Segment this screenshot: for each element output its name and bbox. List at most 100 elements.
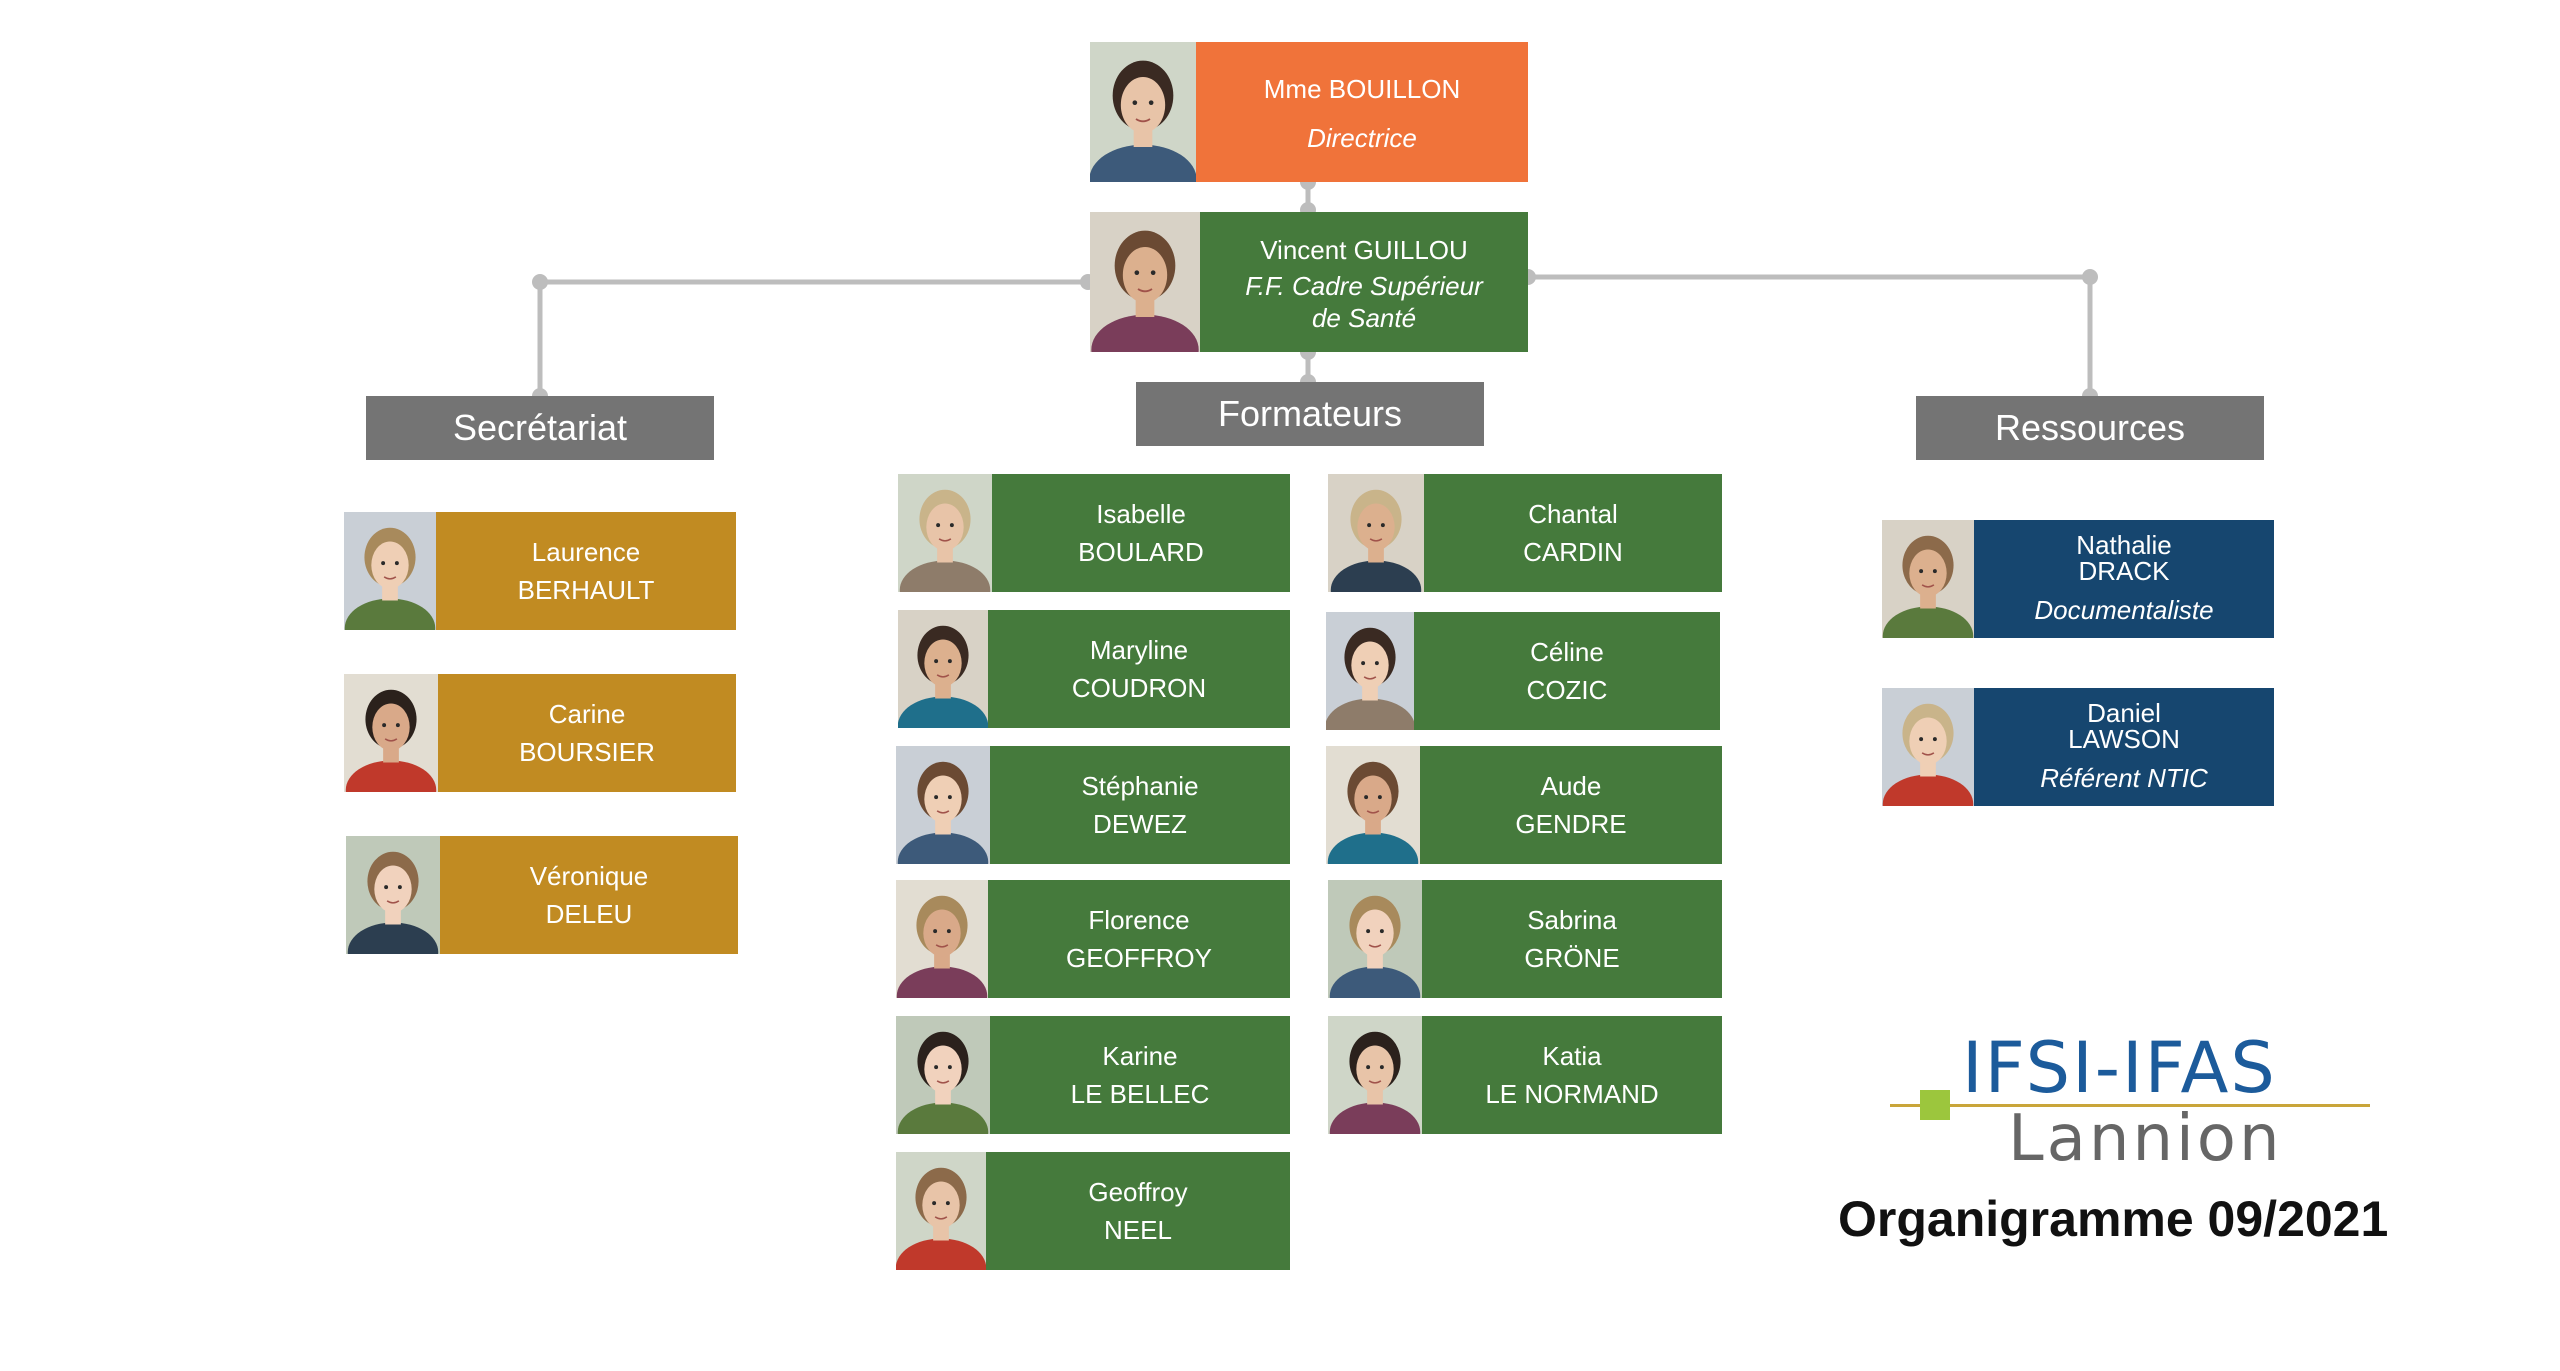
- formateur-card: Chantal CARDIN: [1328, 474, 1722, 592]
- first-name: Chantal: [1528, 499, 1618, 529]
- portrait-image: [346, 836, 440, 954]
- portrait-image: [344, 512, 436, 630]
- last-name: COUDRON: [1071, 673, 1207, 703]
- last-name: LE NORMAND: [1485, 1079, 1659, 1109]
- deputy-photo: [1090, 212, 1200, 352]
- person-photo: [1882, 688, 1974, 806]
- last-name: LE BELLEC: [1070, 1079, 1210, 1109]
- last-name: LAWSON: [2068, 724, 2180, 754]
- last-name: DEWEZ: [1093, 809, 1187, 839]
- first-name: Katia: [1542, 1041, 1602, 1071]
- person-photo: [1326, 612, 1414, 730]
- formateur-card: Aude GENDRE: [1326, 746, 1722, 864]
- ressource-card: Nathalie DRACK Documentaliste: [1882, 520, 2274, 638]
- formateur-card: Maryline COUDRON: [898, 610, 1290, 728]
- first-name: Céline: [1530, 637, 1604, 667]
- director-title: Directrice: [1307, 123, 1417, 153]
- portrait-image: [1090, 212, 1200, 352]
- person-photo: [1328, 1016, 1422, 1134]
- portrait-image: [1328, 880, 1422, 998]
- first-name: Stéphanie: [1081, 771, 1199, 801]
- person-photo: [344, 674, 438, 792]
- deputy-card: Vincent GUILLOU F.F. Cadre Supérieur de …: [1090, 212, 1528, 352]
- first-name: Isabelle: [1096, 499, 1186, 529]
- portrait-image: [1326, 612, 1414, 730]
- portrait-image: [1328, 474, 1424, 592]
- secretariat-card: Laurence BERHAULT: [344, 512, 736, 630]
- deputy-title-line2: de Santé: [1311, 303, 1417, 333]
- portrait-image: [898, 474, 992, 592]
- deputy-title-line1: F.F. Cadre Supérieur: [1245, 271, 1483, 301]
- last-name: BOULARD: [1078, 537, 1204, 567]
- formateur-card: Isabelle BOULARD: [898, 474, 1290, 592]
- first-name: Florence: [1088, 905, 1190, 935]
- formateur-card: Geoffroy NEEL: [896, 1152, 1290, 1270]
- formateur-card: Karine LE BELLEC: [896, 1016, 1290, 1134]
- portrait-image: [898, 610, 988, 728]
- logo-line2: Lannion: [2008, 1102, 2283, 1176]
- first-name: Nathalie: [2076, 530, 2172, 560]
- formateur-card: Florence GEOFFROY: [896, 880, 1290, 998]
- person-photo: [346, 836, 440, 954]
- director-name: Mme BOUILLON: [1263, 74, 1461, 104]
- logo-bar: [1890, 1104, 2370, 1107]
- last-name: CARDIN: [1523, 537, 1623, 567]
- last-name: BOURSIER: [519, 737, 655, 767]
- portrait-image: [896, 880, 988, 998]
- person-photo: [896, 880, 988, 998]
- last-name: GRÖNE: [1524, 943, 1620, 973]
- dept-header-secretariat: Secrétariat: [366, 396, 714, 460]
- director-photo: [1090, 42, 1196, 182]
- logo-square: [1920, 1090, 1950, 1120]
- formateur-card: Sabrina GRÖNE: [1328, 880, 1722, 998]
- ifsi-ifas-logo: IFSI-IFAS Lannion: [1890, 1030, 2380, 1190]
- portrait-image: [896, 746, 990, 864]
- person-photo: [1326, 746, 1420, 864]
- last-name: DRACK: [2078, 556, 2170, 586]
- role: Référent NTIC: [2040, 763, 2208, 793]
- last-name: NEEL: [1104, 1215, 1172, 1245]
- director-card: Mme BOUILLON Directrice: [1090, 42, 1528, 182]
- portrait-image: [896, 1152, 986, 1270]
- formateur-card: Stéphanie DEWEZ: [896, 746, 1290, 864]
- first-name: Geoffroy: [1088, 1177, 1188, 1207]
- person-photo: [898, 474, 992, 592]
- first-name: Carine: [548, 699, 626, 729]
- person-photo: [896, 746, 990, 864]
- first-name: Aude: [1540, 771, 1602, 801]
- ressource-card: Daniel LAWSON Référent NTIC: [1882, 688, 2274, 806]
- portrait-image: [896, 1016, 990, 1134]
- first-name: Maryline: [1089, 635, 1189, 665]
- formateur-card: Katia LE NORMAND: [1328, 1016, 1722, 1134]
- last-name: DELEU: [545, 899, 633, 929]
- portrait-image: [1326, 746, 1420, 864]
- portrait-image: [1328, 1016, 1422, 1134]
- first-name: Sabrina: [1527, 905, 1617, 935]
- deputy-name: Vincent GUILLOU: [1260, 235, 1468, 265]
- logo-line1: IFSI-IFAS: [1962, 1027, 2277, 1109]
- portrait-image: [1882, 520, 1974, 638]
- person-photo: [1328, 880, 1422, 998]
- formateur-card: Céline COZIC: [1326, 612, 1720, 730]
- chart-caption: Organigramme 09/2021: [1838, 1191, 2389, 1247]
- person-photo: [896, 1152, 986, 1270]
- portrait-image: [344, 674, 438, 792]
- portrait-image: [1090, 42, 1196, 182]
- dept-header-formateurs: Formateurs: [1136, 382, 1484, 446]
- role: Documentaliste: [2034, 595, 2214, 625]
- portrait-image: [1882, 688, 1974, 806]
- last-name: GENDRE: [1515, 809, 1627, 839]
- secretariat-card: Carine BOURSIER: [344, 674, 736, 792]
- last-name: COZIC: [1526, 675, 1608, 705]
- secretariat-card: Véronique DELEU: [346, 836, 738, 954]
- dept-header-ressources: Ressources: [1916, 396, 2264, 460]
- person-photo: [898, 610, 988, 728]
- person-photo: [896, 1016, 990, 1134]
- person-photo: [1328, 474, 1424, 592]
- first-name: Karine: [1102, 1041, 1178, 1071]
- person-photo: [344, 512, 436, 630]
- person-photo: [1882, 520, 1974, 638]
- last-name: GEOFFROY: [1066, 943, 1212, 973]
- first-name: Véronique: [529, 861, 649, 891]
